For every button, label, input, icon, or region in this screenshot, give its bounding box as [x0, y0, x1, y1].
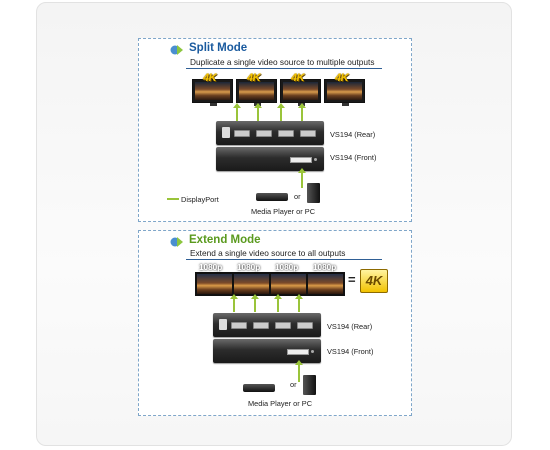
extend-output-arrow: [251, 294, 259, 312]
extend-mode-title: Extend Mode: [189, 234, 261, 246]
split-monitor: [324, 79, 365, 106]
split-4k-badge: 4K: [291, 72, 305, 84]
extend-video-wall: [195, 272, 345, 296]
extend-vs194-front: [213, 339, 321, 363]
extend-resolution-label: 1080p: [199, 263, 223, 272]
split-output-arrow: [233, 103, 241, 121]
displayport-legend-line: [167, 198, 179, 200]
extend-resolution-label: 1080p: [237, 263, 261, 272]
split-or-label: or: [294, 192, 301, 201]
pc-tower-icon: [307, 183, 320, 203]
extend-output-arrow: [274, 294, 282, 312]
extend-source-label: Media Player or PC: [248, 399, 313, 408]
extend-mode-subtitle: Extend a single video source to all outp…: [190, 248, 346, 258]
split-4k-badge: 4K: [335, 72, 349, 84]
extend-resolution-label: 1080p: [275, 263, 299, 272]
split-mode-subtitle: Duplicate a single video source to multi…: [190, 57, 375, 67]
split-source-label: Media Player or PC: [251, 207, 316, 216]
mode-bullet-icon: [170, 237, 183, 247]
split-front-label: VS194 (Front): [330, 153, 377, 162]
mode-bullet-icon: [170, 45, 183, 55]
media-player-icon: [256, 193, 288, 201]
equals-sign: =: [348, 272, 356, 287]
split-4k-badge: 4K: [247, 72, 261, 84]
split-rear-label: VS194 (Rear): [330, 130, 376, 139]
pc-tower-icon: [303, 375, 316, 395]
extend-output-arrow: [295, 294, 303, 312]
split-vs194-front: [216, 147, 324, 171]
media-player-icon: [243, 384, 275, 392]
split-mode-title: Split Mode: [189, 42, 248, 54]
split-output-arrow: [277, 103, 285, 121]
split-output-arrow: [298, 103, 306, 121]
extend-input-arrow: [295, 360, 303, 382]
extend-title-rule: [186, 259, 382, 260]
displayport-legend-label: DisplayPort: [181, 195, 219, 204]
extend-resolution-label: 1080p: [313, 263, 337, 272]
extend-or-label: or: [290, 380, 297, 389]
split-output-arrow: [254, 103, 262, 121]
split-4k-badge: 4K: [203, 72, 217, 84]
extend-output-arrow: [230, 294, 238, 312]
extend-front-label: VS194 (Front): [327, 347, 374, 356]
extend-rear-label: VS194 (Rear): [327, 322, 373, 331]
split-vs194-rear: [216, 121, 324, 145]
extend-vs194-rear: [213, 313, 321, 337]
split-title-rule: [186, 68, 382, 69]
extend-4k-badge: 4K: [360, 269, 388, 293]
split-input-arrow: [298, 168, 306, 188]
split-monitor: [192, 79, 233, 106]
split-monitor: [280, 79, 321, 106]
